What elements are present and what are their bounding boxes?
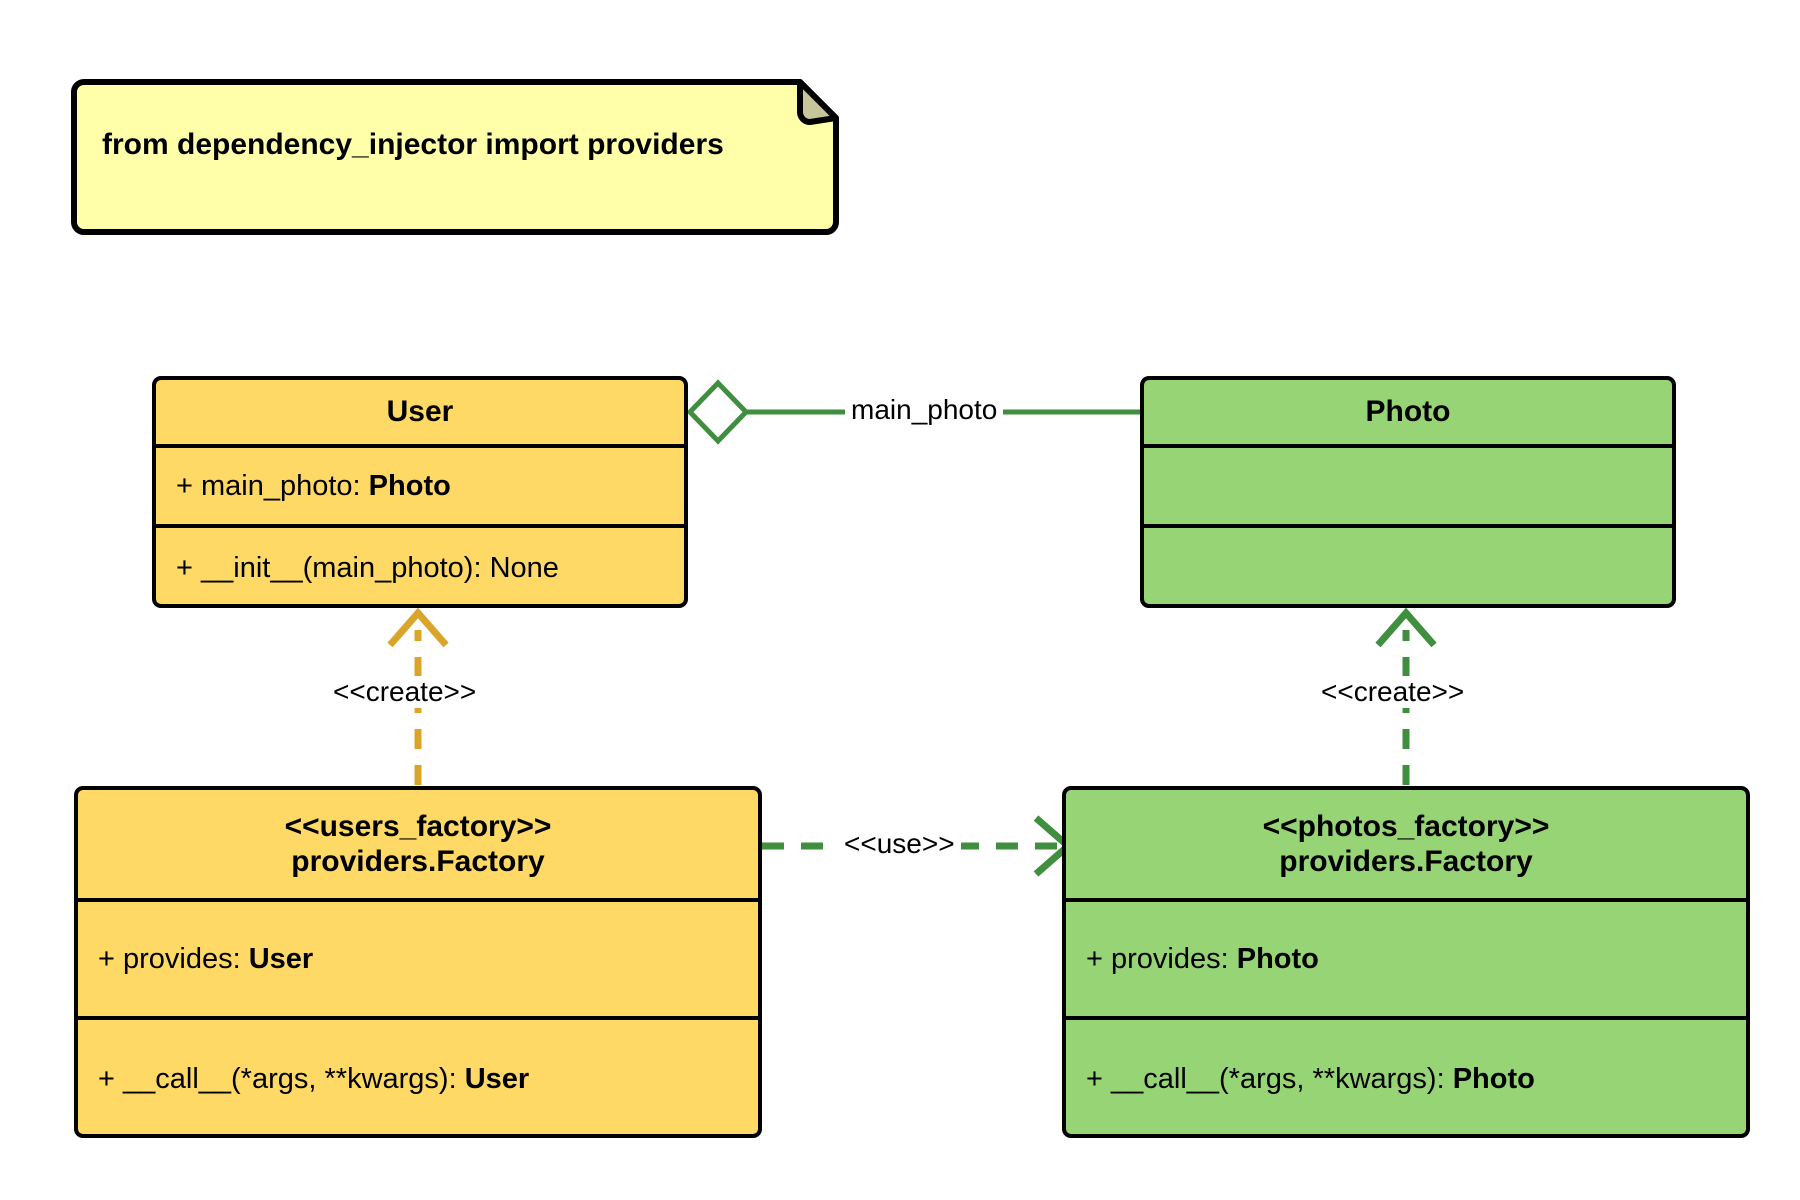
attr-prefix: + main_photo: — [176, 469, 369, 502]
class-photo-title-compartment: Photo — [1144, 380, 1672, 448]
method-prefix: + __call__(*args, **kwargs): — [98, 1062, 465, 1095]
edge-label-main-photo: main_photo — [845, 394, 1004, 426]
method-signature: + __init__(main_photo): None — [176, 551, 559, 584]
users-factory-stereotype: <<users_factory>> — [284, 809, 552, 843]
class-user-methods-compartment: + __init__(main_photo): None — [156, 528, 684, 604]
open-arrowhead — [1375, 607, 1437, 648]
attr-type: Photo — [368, 469, 451, 502]
edge-label-use: <<use>> — [838, 828, 961, 860]
users-factory-methods-compartment: + __call__(*args, **kwargs): User — [78, 1020, 758, 1134]
attr-prefix: + provides: — [1086, 942, 1237, 975]
note-import-statement: from dependency_injector import provider… — [74, 70, 836, 226]
class-box-user[interactable]: User + main_photo: Photo + __init__(main… — [152, 376, 688, 608]
open-arrowhead — [387, 607, 449, 648]
class-box-photo[interactable]: Photo — [1140, 376, 1676, 608]
class-user-method-row: + __init__(main_photo): None — [176, 552, 559, 585]
class-user-attributes-compartment: + main_photo: Photo — [156, 448, 684, 528]
attr-type: Photo — [1236, 942, 1319, 975]
hollow-diamond-marker — [686, 379, 750, 445]
photos-factory-title-compartment: <<photos_factory>> providers.Factory — [1066, 790, 1746, 902]
edge-label-create-photo: <<create>> — [1315, 676, 1471, 708]
photos-factory-stereotype: <<photos_factory>> — [1262, 809, 1550, 843]
users-factory-attribute-row: + provides: User — [98, 943, 313, 976]
photos-factory-attributes-compartment: + provides: Photo — [1066, 902, 1746, 1020]
photos-factory-methods-compartment: + __call__(*args, **kwargs): Photo — [1066, 1020, 1746, 1134]
users-factory-title-compartment: <<users_factory>> providers.Factory — [78, 790, 758, 902]
photos-factory-attribute-row: + provides: Photo — [1086, 943, 1319, 976]
class-photo-methods-compartment — [1144, 528, 1672, 604]
class-user-name: User — [386, 395, 454, 429]
method-prefix: + __call__(*args, **kwargs): — [1086, 1062, 1453, 1095]
class-photo-name: Photo — [1365, 395, 1451, 429]
class-user-attribute-row: + main_photo: Photo — [176, 470, 451, 503]
users-factory-name: providers.Factory — [291, 845, 545, 878]
attr-type: User — [248, 942, 314, 975]
class-user-title-compartment: User — [156, 380, 684, 448]
method-type: User — [464, 1062, 530, 1095]
users-factory-attributes-compartment: + provides: User — [78, 902, 758, 1020]
note-text: from dependency_injector import provider… — [102, 128, 724, 161]
attr-prefix: + provides: — [98, 942, 249, 975]
class-photo-attributes-compartment — [1144, 448, 1672, 528]
class-box-users-factory[interactable]: <<users_factory>> providers.Factory + pr… — [74, 786, 762, 1138]
photos-factory-name: providers.Factory — [1279, 845, 1533, 878]
photos-factory-method-row: + __call__(*args, **kwargs): Photo — [1086, 1063, 1535, 1096]
class-box-photos-factory[interactable]: <<photos_factory>> providers.Factory + p… — [1062, 786, 1750, 1138]
method-type: Photo — [1452, 1062, 1535, 1095]
edge-label-create-user: <<create>> — [327, 676, 483, 708]
users-factory-method-row: + __call__(*args, **kwargs): User — [98, 1063, 529, 1096]
